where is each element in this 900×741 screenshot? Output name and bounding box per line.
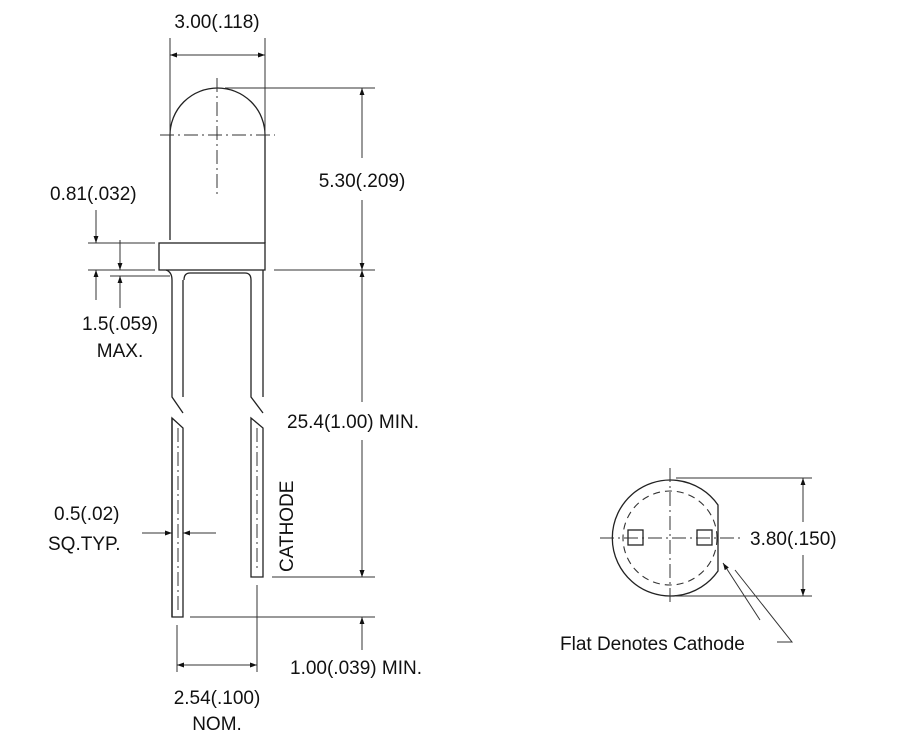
dim-label-lead-sq-typ: SQ.TYP. [48, 534, 121, 555]
dim-label-body-diameter: 3.00(.118) [174, 12, 259, 33]
dim-label-body-height: 5.30(.209) [319, 171, 406, 192]
dim-lead-size: 0.5(.02) SQ.TYP. [48, 504, 216, 555]
dim-body-diameter: 3.00(.118) [169, 12, 266, 135]
dim-lead-length: 25.4(1.00) MIN. [272, 270, 419, 578]
dim-body-height: 5.30(.209) [225, 87, 406, 271]
dim-label-flange-height: 0.81(.032) [50, 184, 137, 205]
flat-leader-line [734, 569, 794, 643]
lens-outline-hidden [622, 490, 718, 586]
dim-label-bottom-diameter: 3.80(.150) [750, 529, 837, 550]
led-body-side [158, 78, 275, 618]
anode-lead-upper-outer [165, 269, 184, 414]
cathode-lead-lower [250, 416, 264, 578]
dim-flange-extra: 1.5(.059) MAX. [82, 240, 170, 362]
dim-flange-height: 0.81(.032) [50, 184, 155, 300]
flange [158, 242, 266, 271]
dim-label-lead-spacing: 2.54(.100) [174, 688, 261, 709]
cathode-label: CATHODE [277, 481, 298, 572]
dim-label-lead-offset: 1.00(.039) MIN. [290, 658, 422, 679]
lead-inner-upper [183, 272, 264, 414]
dim-label-flange-extra: 1.5(.059) [82, 314, 158, 335]
dim-label-lead-length: 25.4(1.00) MIN. [287, 412, 419, 433]
dim-label-flange-max: MAX. [97, 341, 143, 362]
dim-lead-offset: 1.00(.039) MIN. [190, 550, 422, 679]
flange-outline-with-flat [611, 479, 719, 597]
dim-label-lead-size: 0.5(.02) [54, 504, 119, 525]
dim-label-lead-spacing-nom: NOM. [192, 714, 242, 735]
dim-lead-spacing: 2.54(.100) NOM. [174, 585, 261, 735]
led-bottom-view: 3.80(.150) Flat Denotes Cathode [560, 468, 837, 655]
flat-denotes-cathode-note: Flat Denotes Cathode [560, 634, 745, 655]
